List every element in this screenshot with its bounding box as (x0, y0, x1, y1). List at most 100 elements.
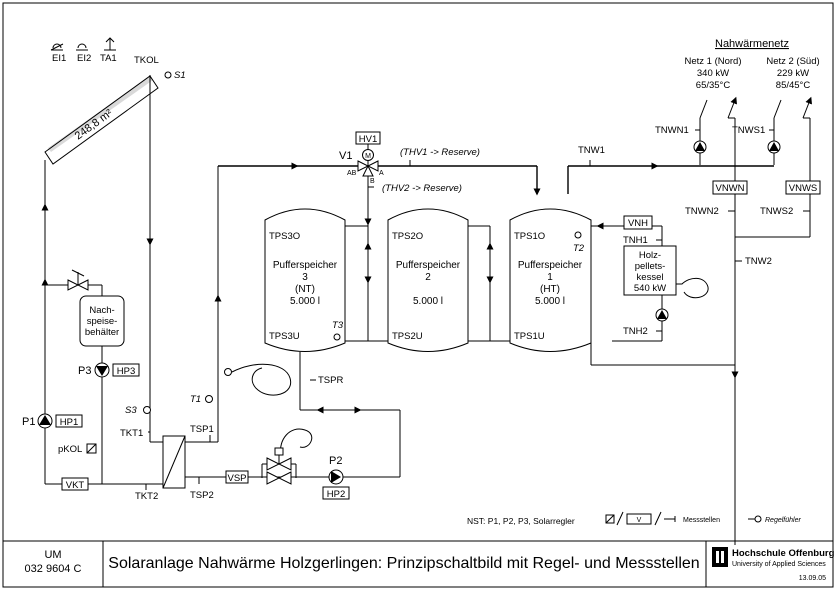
svg-text:Pufferspeicher: Pufferspeicher (273, 260, 338, 271)
legend-nst: NST: P1, P2, P3, Solarregler (467, 516, 575, 526)
svg-text:(NT): (NT) (295, 284, 315, 295)
svg-text:behälter: behälter (85, 327, 119, 338)
tank-3 (264, 208, 346, 352)
box-hp2 (322, 486, 350, 500)
box-vnh (623, 215, 653, 230)
box-vnws (785, 180, 821, 195)
svg-text:1: 1 (547, 272, 553, 283)
tank-pipes (345, 225, 612, 342)
box-vkt (61, 477, 89, 491)
svg-text:V: V (637, 517, 642, 524)
svg-text:5.000 l: 5.000 l (535, 296, 565, 307)
netz2-power: 229 kW (777, 68, 809, 79)
sensor-t1 (205, 395, 213, 403)
sensor-s1 (164, 71, 172, 79)
svg-text:Pufferspeicher: Pufferspeicher (518, 260, 583, 271)
svg-text:TPS1U: TPS1U (514, 331, 545, 342)
sensor-t2 (574, 231, 582, 239)
svg-text:5.000 l: 5.000 l (290, 296, 320, 307)
svg-text:Nach-: Nach- (89, 305, 114, 316)
footer-um: UM (44, 549, 61, 561)
svg-text:VNWS: VNWS (789, 183, 818, 194)
svg-text:TSP2: TSP2 (190, 490, 214, 501)
university-logo-icon (712, 547, 728, 567)
solar-collector (44, 75, 159, 165)
svg-text:P3: P3 (78, 365, 91, 377)
svg-text:540 kW: 540 kW (634, 283, 666, 294)
footer-org-sub: University of Applied Sciences (732, 561, 826, 568)
footer-date: 13.09.05 (799, 575, 826, 582)
collector-area: 248,8 m² (73, 107, 115, 142)
three-way-valve-v1 (357, 160, 379, 177)
svg-text:TPS1O: TPS1O (514, 231, 545, 242)
netz1-name: Netz 1 (Nord) (684, 56, 741, 67)
netz2-name: Netz 2 (Süd) (766, 56, 819, 67)
network-title: Nahwärmenetz (715, 38, 789, 50)
sensors-top (50, 37, 116, 51)
pellet-boiler (623, 245, 677, 296)
svg-text:T3: T3 (332, 320, 344, 331)
network-pipes (567, 96, 812, 545)
label-tnws2: TNWS2 (760, 206, 793, 217)
svg-text:kessel: kessel (637, 272, 664, 283)
label-tnw1: TNW1 (578, 145, 605, 156)
svg-text:T2: T2 (573, 243, 585, 254)
svg-text:pKOL: pKOL (58, 444, 82, 455)
svg-text:TNH2: TNH2 (623, 326, 648, 337)
svg-text:TPS2O: TPS2O (392, 231, 423, 242)
svg-text:A: A (379, 170, 384, 177)
box-vsp (225, 470, 249, 484)
svg-text:TPS2U: TPS2U (392, 331, 423, 342)
svg-text:P1: P1 (22, 416, 35, 428)
netz2-temp: 85/45°C (776, 80, 811, 91)
legend-symbols (605, 511, 762, 526)
sensor-s3 (143, 406, 151, 414)
svg-text:V1: V1 (339, 150, 352, 162)
footer-org: Hochschule Offenburg (732, 548, 835, 559)
tank-2 (387, 208, 469, 352)
label-el2: EI2 (77, 53, 91, 64)
svg-text:TKT2: TKT2 (135, 491, 158, 502)
svg-text:HV1: HV1 (359, 134, 377, 145)
label-tkol: TKOL (134, 55, 159, 66)
mixing-valve-bottom (261, 447, 297, 485)
expansion-vessel (79, 295, 125, 347)
svg-text:HP2: HP2 (327, 489, 345, 500)
svg-text:TPS3U: TPS3U (269, 331, 300, 342)
svg-text:HP3: HP3 (117, 366, 135, 377)
svg-text:B: B (370, 178, 375, 185)
safety-valve (67, 269, 89, 291)
label-tnw2: TNW2 (745, 256, 772, 267)
label-el1: EI1 (52, 53, 66, 64)
svg-text:VNWN: VNWN (715, 183, 744, 194)
pump-p1 (37, 413, 53, 429)
box-hp1 (55, 414, 83, 428)
svg-text:T1: T1 (190, 394, 201, 405)
svg-text:(THV2 -> Reserve): (THV2 -> Reserve) (382, 183, 462, 194)
svg-text:HP1: HP1 (60, 417, 78, 428)
svg-text:5.000 l: 5.000 l (413, 296, 443, 307)
footer-number: 032 9604 C (25, 563, 82, 575)
svg-text:Regelfühler: Regelfühler (765, 517, 801, 524)
svg-text:P2: P2 (329, 455, 342, 467)
sensor-t3 (333, 333, 341, 341)
svg-text:AB: AB (347, 170, 357, 177)
svg-text:VKT: VKT (66, 480, 85, 491)
svg-text:TPS3O: TPS3O (269, 231, 300, 242)
label-ta1: TA1 (100, 53, 117, 64)
svg-text:TSPR: TSPR (318, 375, 343, 386)
svg-text:TNH1: TNH1 (623, 235, 648, 246)
svg-text:(HT): (HT) (540, 284, 560, 295)
heat-exchanger (162, 435, 186, 489)
svg-text:(THV1 -> Reserve): (THV1 -> Reserve) (400, 147, 480, 158)
svg-text:TSP1: TSP1 (190, 424, 214, 435)
control-capillary (224, 363, 313, 456)
netz1-power: 340 kW (697, 68, 729, 79)
network-pump-north (693, 140, 707, 154)
svg-text:3: 3 (302, 272, 308, 283)
svg-text:VSP: VSP (227, 473, 246, 484)
network-pump-south (767, 140, 781, 154)
svg-text:Holz-: Holz- (639, 250, 661, 261)
label-tnws1: TNWS1 (732, 125, 765, 136)
